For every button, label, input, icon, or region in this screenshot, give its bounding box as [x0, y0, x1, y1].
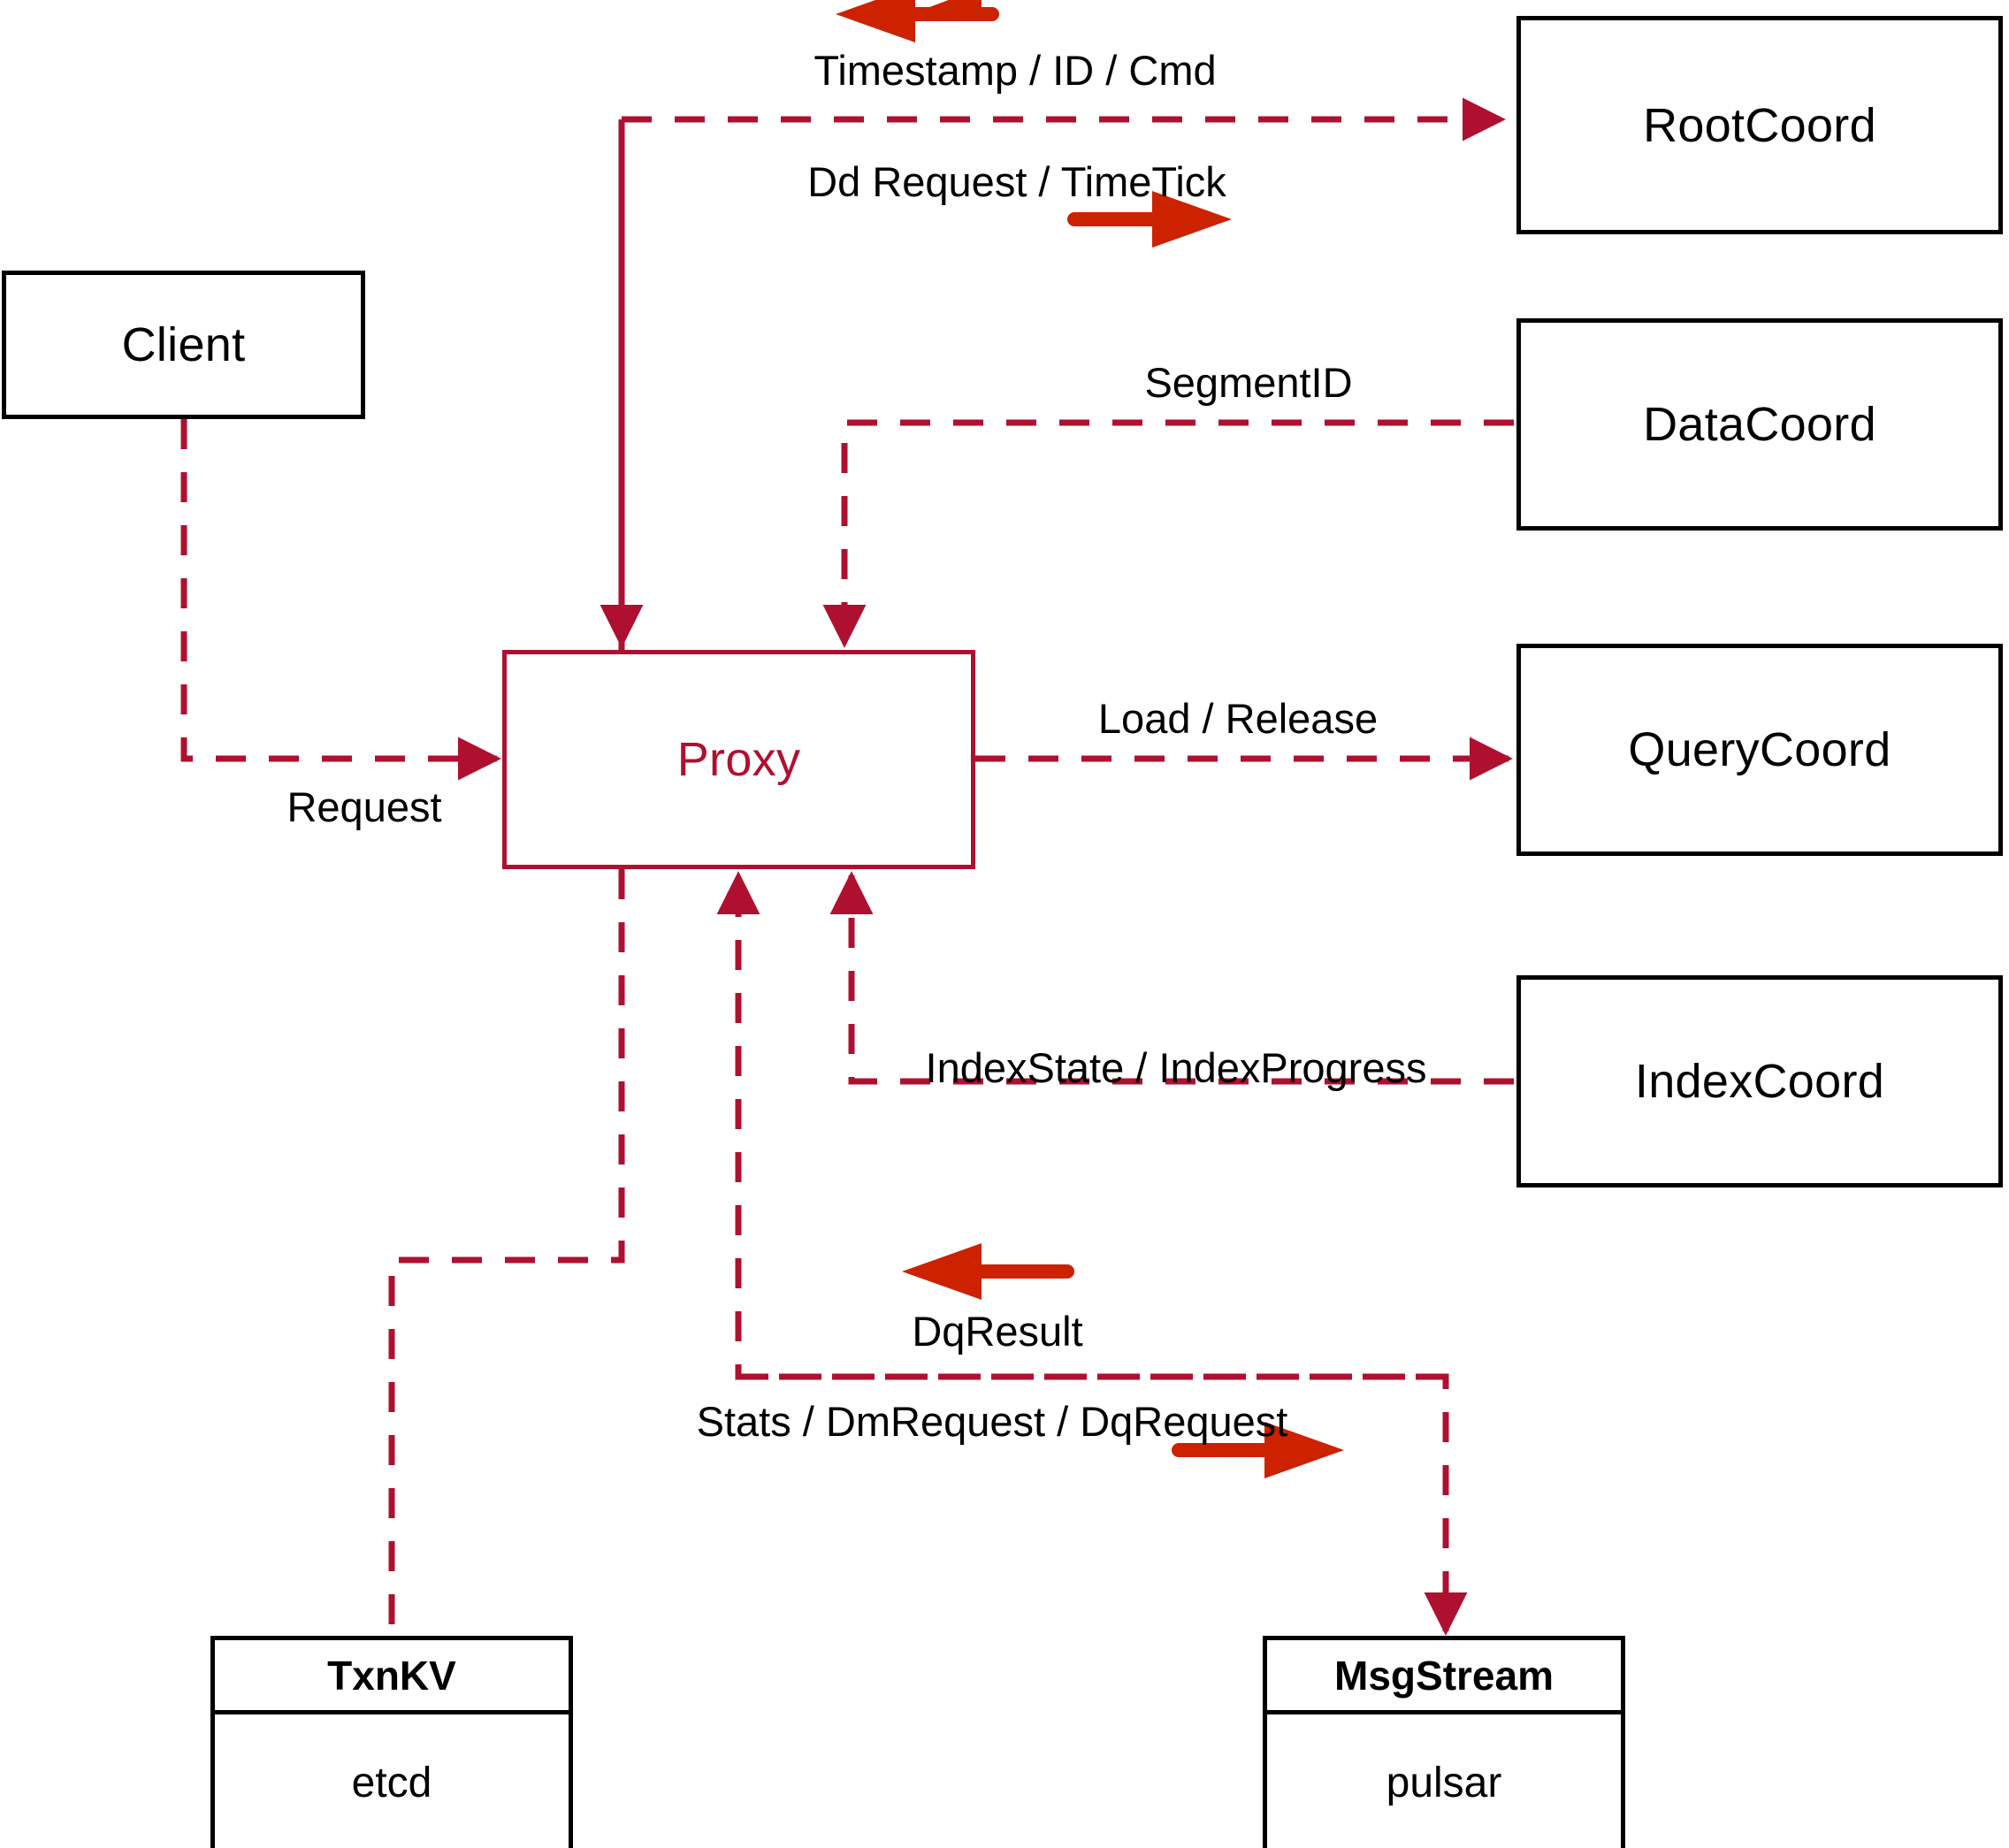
- edge-label-dd-request-timetick: Dd Request / TimeTick: [807, 158, 1226, 205]
- node-msgstream-body-label: pulsar: [1386, 1759, 1502, 1806]
- node-msgstream[interactable]: MsgStream pulsar: [1263, 1636, 1625, 1848]
- node-msgstream-body: pulsar: [1267, 1714, 1621, 1848]
- node-rootcoord[interactable]: RootCoord: [1516, 16, 2003, 234]
- flow-arrow-right-ddrequest: [1067, 191, 1232, 248]
- node-txnkv-body: etcd: [215, 1714, 569, 1848]
- node-msgstream-header: MsgStream: [1267, 1640, 1621, 1714]
- edge-msgstream-proxy: [716, 871, 1446, 1380]
- flow-arrow-right-stats: [1172, 1422, 1344, 1478]
- edge-datacoord-proxy: [822, 419, 1514, 648]
- node-txnkv-header-label: TxnKV: [327, 1652, 456, 1699]
- node-proxy-label: Proxy: [676, 733, 801, 786]
- edge-label-timestamp-id-cmd: Timestamp / ID / Cmd: [814, 47, 1217, 94]
- edge-label-load-release: Load / Release: [1097, 695, 1379, 742]
- node-indexcoord-label: IndexCoord: [1634, 1055, 1885, 1108]
- flow-arrow-left-dqresult: [902, 1243, 1074, 1300]
- node-txnkv-header: TxnKV: [215, 1640, 569, 1714]
- edge-proxy-msgstream: [738, 1373, 1468, 1636]
- node-datacoord-label: DataCoord: [1643, 398, 1876, 451]
- flow-direction-arrows: [836, 0, 1344, 1478]
- node-datacoord[interactable]: DataCoord: [1516, 318, 2003, 531]
- node-proxy[interactable]: Proxy: [502, 650, 975, 869]
- edge-label-stats-dmrequest-dqrequest: Stats / DmRequest / DqRequest: [696, 1398, 1288, 1445]
- node-querycoord-label: QueryCoord: [1628, 723, 1891, 776]
- node-txnkv-body-label: etcd: [351, 1759, 432, 1806]
- edge-label-indexstate-indexprogress: IndexState / IndexProgress: [925, 1044, 1427, 1091]
- edge-label-request: Request: [286, 783, 442, 830]
- edge-label-dqresult: DqResult: [912, 1308, 1083, 1355]
- edge-label-segmentid: SegmentID: [1144, 359, 1353, 406]
- node-client[interactable]: Client: [2, 271, 365, 419]
- node-indexcoord[interactable]: IndexCoord: [1516, 975, 2003, 1187]
- node-querycoord[interactable]: QueryCoord: [1516, 644, 2003, 856]
- edge-proxy-txnkv: [388, 869, 625, 1631]
- node-msgstream-header-label: MsgStream: [1334, 1652, 1554, 1699]
- node-client-label: Client: [121, 318, 246, 371]
- node-txnkv[interactable]: TxnKV etcd: [210, 1636, 573, 1848]
- edge-client-proxy: [180, 419, 501, 781]
- flow-arrow-left-timestamp: [836, 0, 999, 42]
- node-rootcoord-label: RootCoord: [1643, 98, 1876, 152]
- edge-indexcoord-proxy: [829, 871, 1514, 1085]
